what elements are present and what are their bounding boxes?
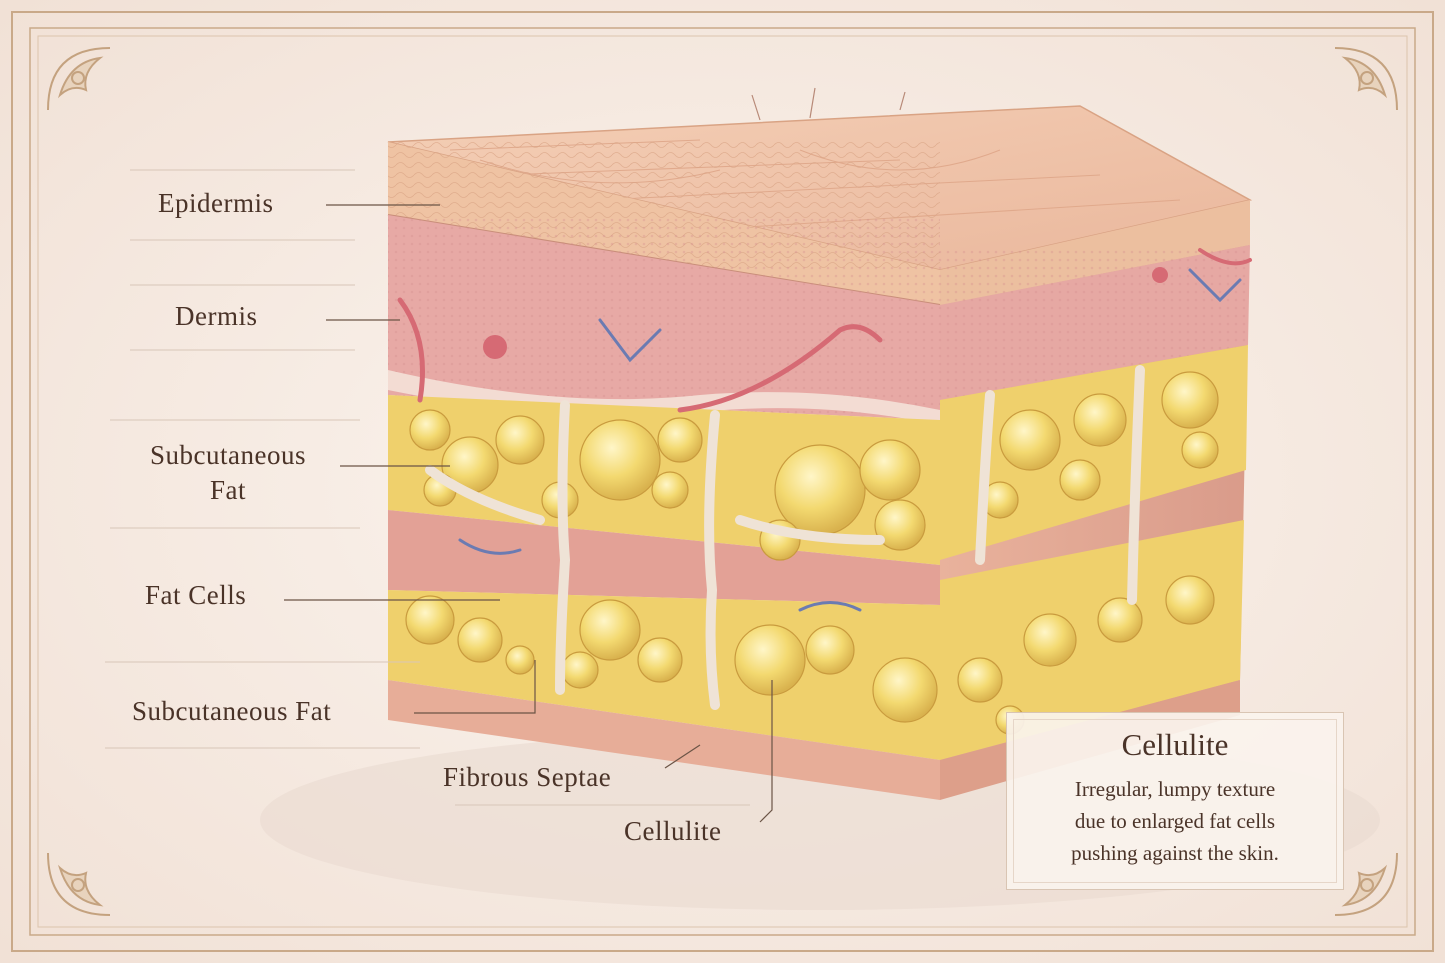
callout-description: Irregular, lumpy texture due to enlarged… xyxy=(1025,773,1325,869)
front-base xyxy=(388,680,940,800)
corner-ornament-bottom-right xyxy=(1334,852,1398,916)
corner-ornament-bottom-left xyxy=(47,852,111,916)
inner-frame xyxy=(29,27,1416,936)
inner-frame-2 xyxy=(37,35,1408,928)
label-epidermis: Epidermis xyxy=(158,188,274,218)
corner-ornament-top-left xyxy=(47,47,111,111)
label-rules xyxy=(105,169,750,806)
label-subcutaneous-fat-upper-line2: Fat xyxy=(209,475,246,506)
label-cellulite: Cellulite xyxy=(624,816,722,846)
callout-description-line: due to enlarged fat cells xyxy=(1074,809,1276,833)
front-dermis-mid xyxy=(388,510,940,605)
corner-ornament-top-right xyxy=(1334,47,1398,111)
callout-description-line: pushing against the skin. xyxy=(1071,841,1279,865)
label-fat-cells: Fat Cells xyxy=(145,580,247,610)
front-dermis-texture xyxy=(388,215,940,415)
callout-description-line: Irregular, lumpy texture xyxy=(1074,777,1276,801)
outer-frame xyxy=(11,11,1434,952)
label-dermis: Dermis xyxy=(175,301,258,331)
blood-vessels xyxy=(397,248,1252,612)
fat-lobules xyxy=(405,371,1219,735)
fibrous-septae xyxy=(425,365,1145,710)
callout-title: Cellulite xyxy=(1121,727,1229,762)
label-subcutaneous-fat-upper-line1: Subcutaneous xyxy=(150,440,306,470)
label-subcutaneous-fat-lower: Subcutaneous Fat xyxy=(132,696,332,726)
label-subcutaneous-fat-upper: Subcutaneous Fat xyxy=(128,438,328,508)
label-fibrous-septae: Fibrous Septae xyxy=(443,762,612,792)
cellulite-callout-box: Cellulite Irregular, lumpy texture due t… xyxy=(1006,712,1344,890)
leader-lines xyxy=(284,204,773,823)
hairs xyxy=(751,87,906,121)
right-fat-lower xyxy=(940,520,1244,760)
